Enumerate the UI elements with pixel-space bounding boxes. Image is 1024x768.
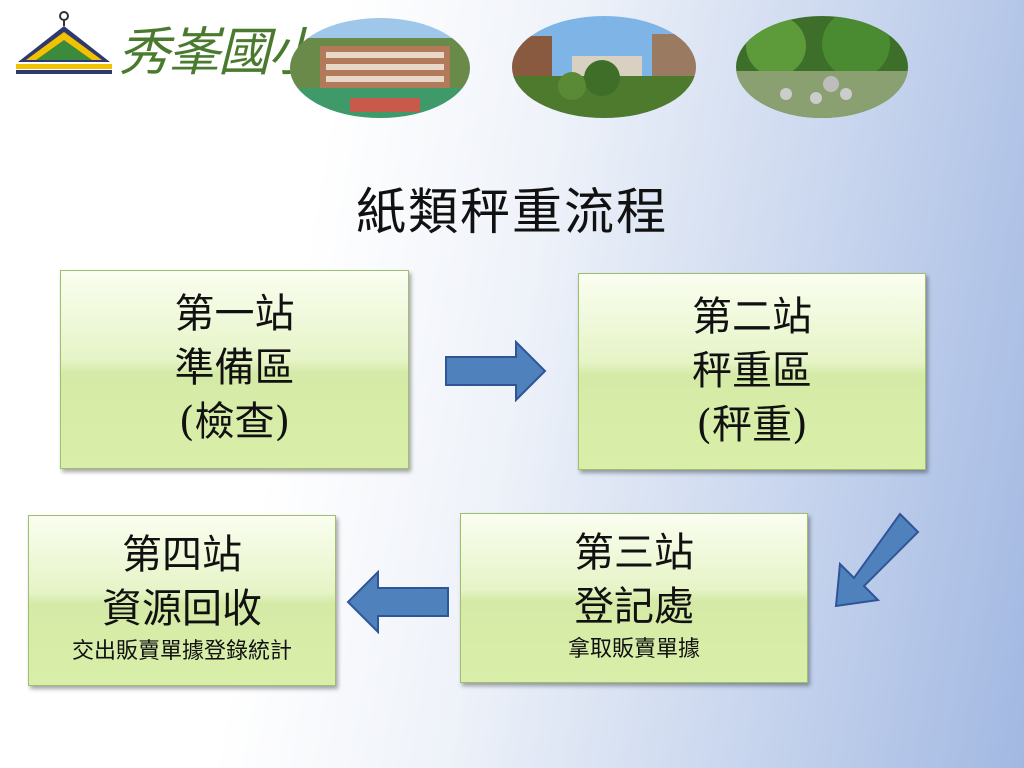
school-logo-text: 秀峯國小 <box>118 23 320 83</box>
station-4-area: 資源回收 <box>102 586 262 632</box>
station-1-name: 第一站 <box>174 291 295 337</box>
page-title: 紙類秤重流程 <box>356 183 668 241</box>
down-left-arrow-icon <box>834 512 920 608</box>
station-2-box: 第二站 秤重區 (秤重) <box>578 273 926 470</box>
header: 秀峯國小 <box>0 0 1024 125</box>
station-2-note: (秤重) <box>696 402 808 448</box>
station-4-box: 第四站 資源回收 交出販賣單據登錄統計 <box>28 515 336 686</box>
station-4-name: 第四站 <box>122 532 242 578</box>
campus-building-photo <box>290 18 470 118</box>
station-1-note: (檢查) <box>178 399 291 445</box>
station-2-name: 第二站 <box>692 294 812 340</box>
station-1-area: 準備區 <box>174 345 295 391</box>
station-4-note: 交出販賣單據登錄統計 <box>71 639 292 664</box>
campus-garden-photo <box>736 16 908 118</box>
right-arrow-icon <box>445 340 547 402</box>
station-3-area: 登記處 <box>574 584 694 630</box>
station-3-name: 第三站 <box>574 530 694 576</box>
station-3-note: 拿取販賣單據 <box>567 637 700 662</box>
station-1-box: 第一站 準備區 (檢查) <box>60 270 409 469</box>
left-arrow-icon <box>346 570 449 634</box>
school-logo-icon <box>16 11 112 74</box>
station-2-area: 秤重區 <box>692 348 812 394</box>
campus-courtyard-photo <box>512 16 696 118</box>
station-3-box: 第三站 登記處 拿取販賣單據 <box>460 513 808 683</box>
